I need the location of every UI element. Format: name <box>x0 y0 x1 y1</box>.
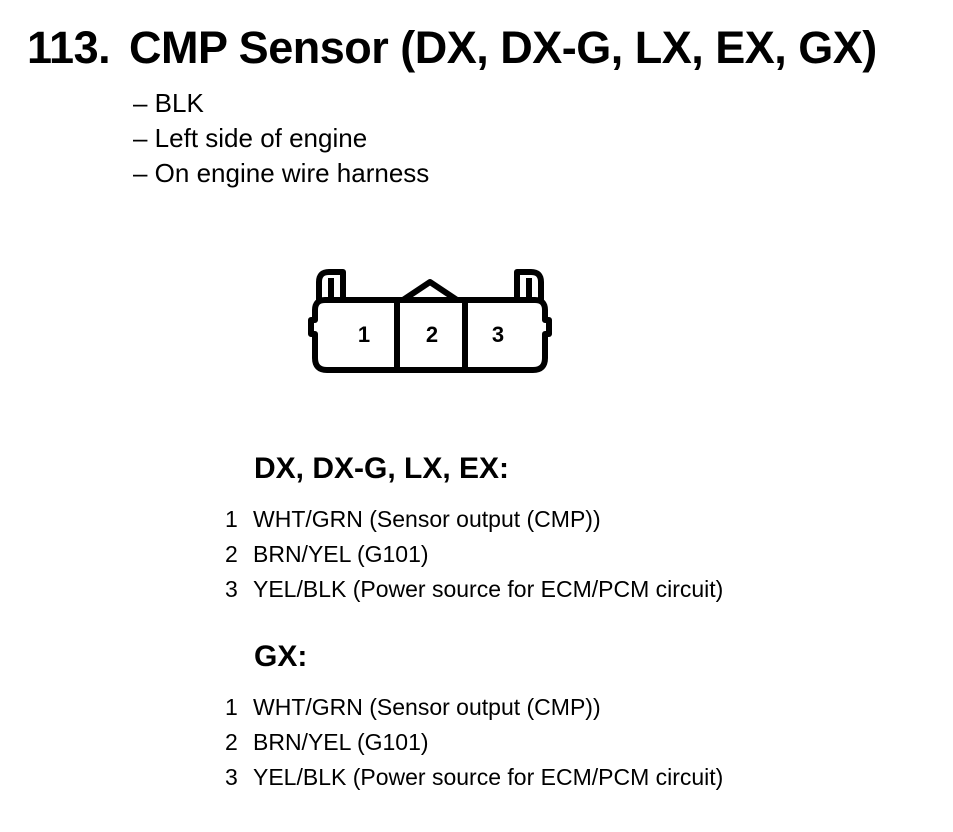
note-item: – BLK <box>133 88 204 118</box>
section-title: CMP Sensor (DX, DX-G, LX, EX, GX) <box>129 22 877 73</box>
pin-row: 2 BRN/YEL (G101) <box>225 537 723 572</box>
terminal-3-label: 3 <box>492 322 504 347</box>
pin-row: 1 WHT/GRN (Sensor output (CMP)) <box>225 502 723 537</box>
group-heading: DX, DX-G, LX, EX: <box>254 452 510 485</box>
terminal-1-label: 1 <box>358 322 370 347</box>
pin-number: 1 <box>225 694 238 720</box>
note-item: – On engine wire harness <box>133 158 430 188</box>
terminal-2-label: 2 <box>426 322 438 347</box>
pin-row: 1 WHT/GRN (Sensor output (CMP)) <box>225 690 723 725</box>
section-number: 113. <box>27 22 111 73</box>
pin-description: YEL/BLK (Power source for ECM/PCM circui… <box>253 576 724 602</box>
pin-list: 1 WHT/GRN (Sensor output (CMP)) 2 BRN/YEL … <box>225 690 723 795</box>
sensor-notes: – BLK – Left side of engine – On engine … <box>133 86 429 191</box>
pin-number: 2 <box>225 729 238 755</box>
pin-number: 1 <box>225 506 238 532</box>
pin-description: WHT/GRN (Sensor output (CMP)) <box>253 506 601 532</box>
pin-number: 3 <box>225 764 238 790</box>
pin-description: BRN/YEL (G101) <box>253 729 429 755</box>
pin-description: YEL/BLK (Power source for ECM/PCM circui… <box>253 764 724 790</box>
pin-number: 2 <box>225 541 238 567</box>
pin-number: 3 <box>225 576 238 602</box>
pin-row: 2 BRN/YEL (G101) <box>225 725 723 760</box>
note-item: – Left side of engine <box>133 123 368 153</box>
group-heading: GX: <box>254 640 308 673</box>
page-title: 113. CMP Sensor (DX, DX-G, LX, EX, GX) <box>27 22 877 74</box>
connector-diagram: 1 2 3 <box>308 269 552 373</box>
pin-list: 1 WHT/GRN (Sensor output (CMP)) 2 BRN/YEL … <box>225 502 723 607</box>
pin-description: WHT/GRN (Sensor output (CMP)) <box>253 694 601 720</box>
pin-description: BRN/YEL (G101) <box>253 541 429 567</box>
pin-row: 3 YEL/BLK (Power source for ECM/PCM circu… <box>225 572 723 607</box>
pin-row: 3 YEL/BLK (Power source for ECM/PCM circu… <box>225 760 723 795</box>
